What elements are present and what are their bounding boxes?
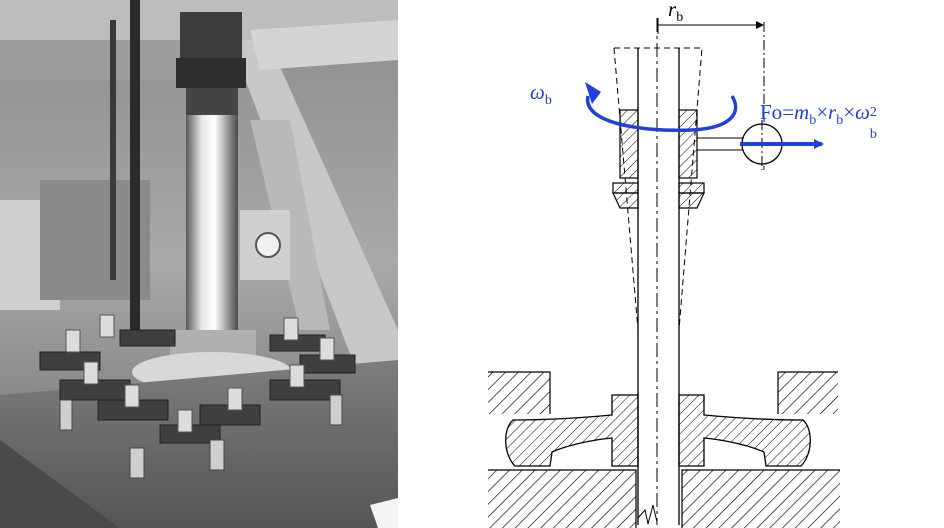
housing bbox=[488, 371, 840, 528]
force-prefix: Fo bbox=[760, 100, 783, 124]
shaft bbox=[637, 18, 680, 525]
force-mass: m bbox=[794, 100, 810, 124]
radius-symbol: r bbox=[668, 0, 677, 21]
radius-label: rb bbox=[668, 0, 683, 26]
omega-subscript: b bbox=[544, 93, 552, 109]
test-rig-photo bbox=[0, 0, 398, 528]
force-radius: r bbox=[828, 100, 837, 124]
omega-label: ωb bbox=[530, 80, 552, 109]
radius-dimension bbox=[657, 18, 765, 170]
rotor-diagram bbox=[488, 18, 840, 528]
disk-section bbox=[505, 394, 811, 467]
equals-sign: = bbox=[782, 100, 795, 124]
force-radius-sub: b bbox=[836, 113, 844, 129]
radius-subscript: b bbox=[676, 10, 684, 26]
force-omega-sub: b bbox=[869, 127, 877, 142]
rotation-arrow bbox=[585, 82, 738, 133]
force-mass-sub: b bbox=[809, 113, 817, 129]
force-omega: ω bbox=[855, 100, 870, 124]
times-sign-1: × bbox=[816, 100, 829, 124]
times-sign-2: × bbox=[843, 100, 856, 124]
force-exponent: 2 bbox=[869, 105, 877, 120]
omega-symbol: ω bbox=[530, 80, 545, 104]
